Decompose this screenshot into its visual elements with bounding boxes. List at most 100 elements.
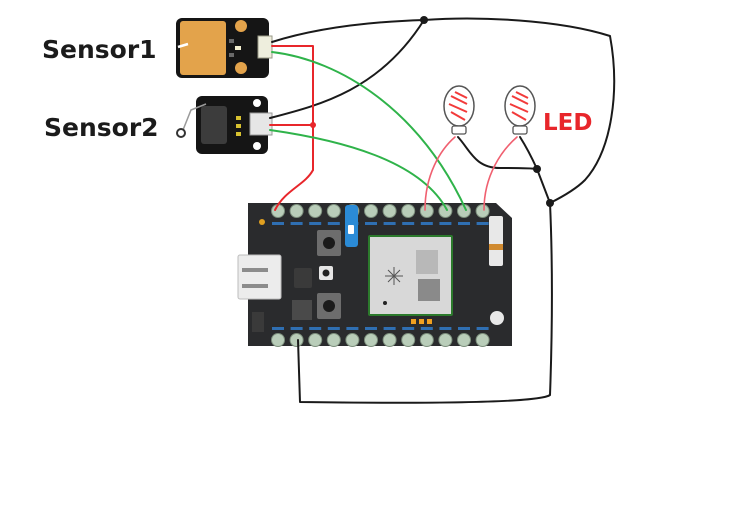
usb-connector	[237, 254, 282, 300]
top-pin-label	[439, 222, 452, 225]
led2-signal-wire	[483, 136, 518, 211]
led1-signal-wire	[424, 136, 456, 211]
top-pin	[289, 204, 304, 218]
top-pin	[326, 204, 341, 218]
sensor2-module	[176, 96, 273, 154]
junctions	[310, 16, 554, 207]
junction-dot	[533, 165, 541, 173]
bottom-pin	[419, 333, 434, 347]
bottom-pin	[382, 333, 397, 347]
led-1	[443, 85, 475, 135]
top-pin-label	[383, 222, 396, 225]
top-pin-label	[309, 222, 322, 225]
sensor2-connector	[249, 112, 273, 136]
sensor2-smd	[236, 116, 241, 120]
bottom-pin	[438, 333, 453, 347]
bottom-pin-label	[383, 327, 396, 330]
bottom-pin-label	[346, 327, 359, 330]
sensor1-connector	[257, 35, 273, 59]
sensor1-sensing-pad	[180, 21, 226, 75]
sensor1-smd	[229, 39, 234, 43]
led-label: LED	[543, 110, 593, 136]
power-wire-board	[274, 169, 314, 211]
sensor2-mount-hole	[253, 99, 261, 107]
power-wire-sensor1	[271, 45, 314, 171]
sensor2-smd	[236, 124, 241, 128]
ground-wire-board	[297, 202, 553, 404]
wifi-module-text	[416, 250, 438, 274]
sensor1-smd	[229, 53, 234, 57]
bottom-pin	[401, 333, 416, 347]
junction-dot	[310, 122, 316, 128]
rgb-led	[322, 269, 330, 277]
antenna-connector-band	[489, 244, 503, 250]
smd-chip	[292, 300, 312, 320]
bottom-pin	[345, 333, 360, 347]
status-led	[411, 319, 416, 324]
sensor2-mount-hole	[253, 142, 261, 150]
wifi-logo-icon	[385, 267, 403, 285]
led-2	[504, 85, 536, 135]
led2-body	[504, 85, 536, 127]
bottom-pin	[475, 333, 490, 347]
ground-wire-sensor1	[271, 19, 425, 43]
led1-fill	[448, 91, 468, 121]
bottom-pin-label	[420, 327, 433, 330]
top-pin	[438, 204, 453, 218]
sensor1-label: Sensor1	[42, 35, 157, 64]
board-power-indicator	[259, 219, 265, 225]
top-pin-label	[365, 222, 377, 225]
sensor1-module	[176, 18, 273, 78]
ground-wire-sensor2	[269, 19, 425, 119]
ufl-connector	[490, 311, 504, 325]
sensor1-mount-hole	[235, 20, 247, 32]
bottom-pin-label	[402, 327, 415, 330]
bottom-pin	[289, 333, 304, 347]
top-pin-label	[420, 222, 433, 225]
reset-button	[323, 237, 335, 249]
bottom-pin-label	[327, 327, 340, 330]
top-pin-label	[402, 222, 415, 225]
top-pin	[475, 204, 490, 218]
wifi-module	[368, 235, 453, 316]
smd-capacitor	[252, 312, 264, 332]
bottom-pin	[271, 333, 285, 347]
junction-dot	[546, 199, 554, 207]
sensor2-roller	[176, 128, 186, 138]
top-pin	[308, 204, 323, 218]
wifi-module-dot	[383, 301, 387, 305]
top-pin-label	[272, 222, 284, 225]
signal-wire-sensor1	[271, 51, 467, 211]
sensor2-lever	[182, 103, 207, 131]
top-pin-label	[327, 222, 340, 225]
top-pin-label	[290, 222, 303, 225]
ground-wire-bus-top	[423, 17, 616, 204]
sensor2-label: Sensor2	[44, 113, 159, 142]
top-pin	[401, 204, 416, 218]
led1-body	[443, 85, 475, 127]
bottom-pin-label	[309, 327, 322, 330]
led2-base	[512, 125, 528, 135]
bottom-pin-label	[476, 327, 489, 330]
board-mode-button-key	[348, 225, 354, 234]
ground-wire-led1	[457, 136, 538, 170]
top-pin	[364, 204, 378, 218]
antenna-connector	[489, 216, 503, 266]
bottom-pin	[308, 333, 323, 347]
status-leds	[411, 319, 432, 324]
bottom-pin-labels	[272, 327, 489, 330]
bottom-pin-label	[365, 327, 377, 330]
status-led	[419, 319, 424, 324]
top-pin-header	[271, 204, 490, 218]
led1-base	[451, 125, 467, 135]
top-pin-labels	[272, 222, 489, 225]
wifi-module-qr	[418, 279, 440, 301]
top-pin-label	[458, 222, 470, 225]
bottom-pin	[326, 333, 341, 347]
junction-dot	[420, 16, 428, 24]
status-led	[427, 319, 432, 324]
bottom-pin	[457, 333, 471, 347]
bottom-pin	[364, 333, 378, 347]
top-pin	[382, 204, 397, 218]
sensor1-smd	[235, 46, 241, 50]
